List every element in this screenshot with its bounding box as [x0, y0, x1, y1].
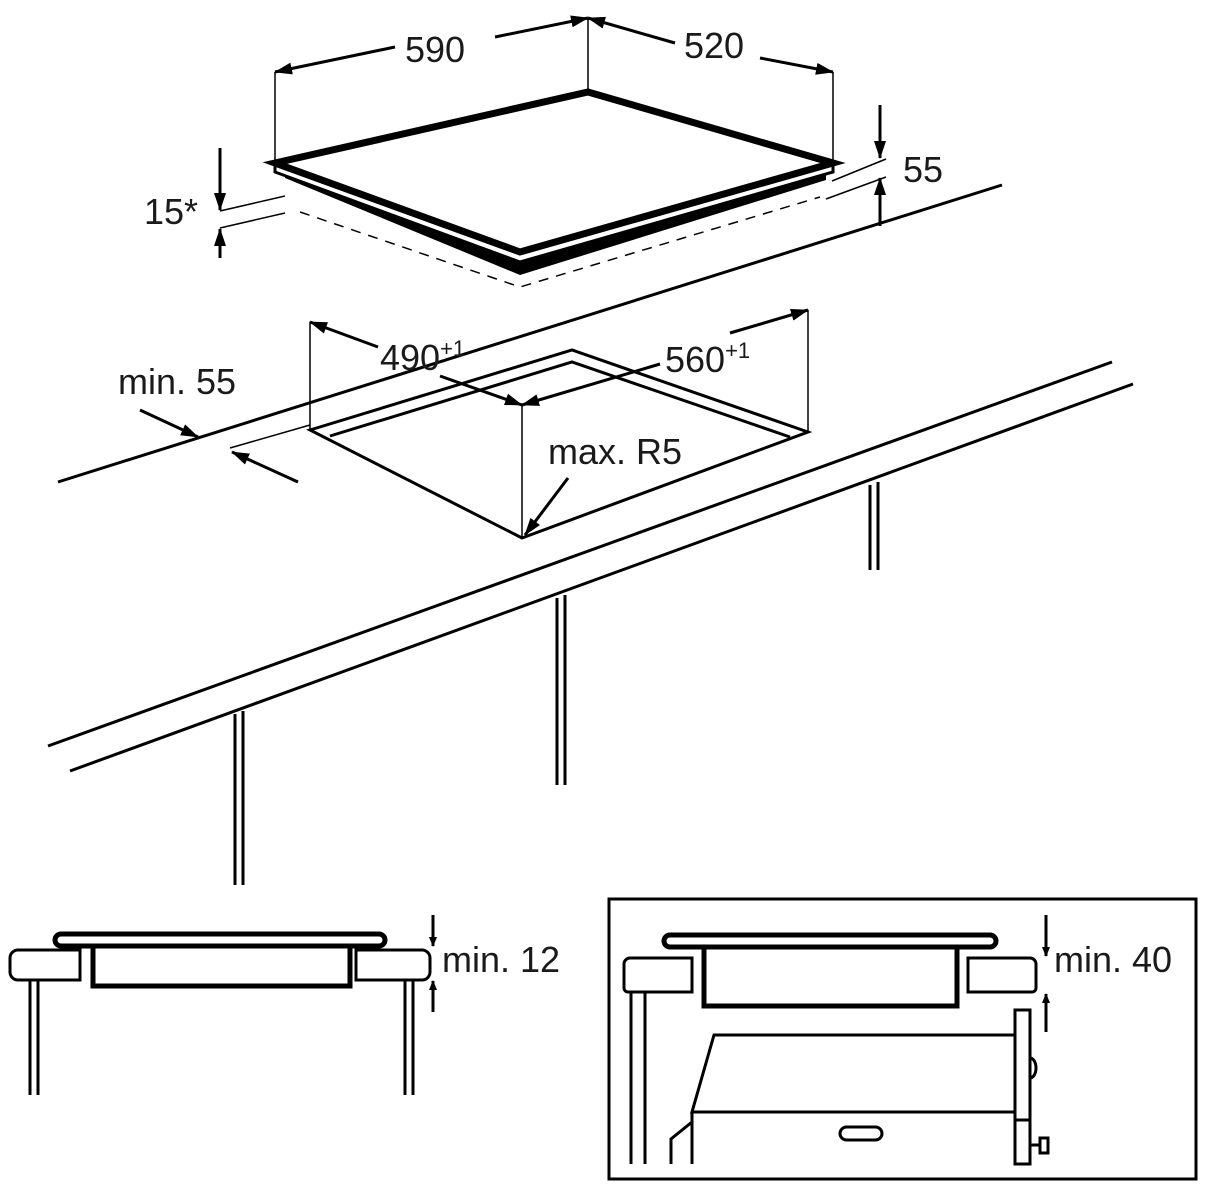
countertop	[47, 183, 1134, 885]
hob-protrusion-label: 15*	[144, 191, 198, 232]
corner-radius-label: max. R5	[548, 431, 682, 472]
section-without-oven: min. 12	[8, 915, 560, 1095]
cutout-depth-label: 490+1	[380, 336, 465, 378]
min-clearance-12-label: min. 12	[442, 939, 560, 980]
hob-dimensions: 590 520 55 15*	[144, 15, 943, 258]
section-with-oven: min. 40	[607, 897, 1198, 1181]
hob-height-label: 55	[903, 149, 943, 190]
min-clearance-40-label: min. 40	[1054, 939, 1172, 980]
hob-isometric	[262, 88, 846, 288]
cutout: 490+1 560+1 min. 55 max. R5	[118, 308, 813, 540]
hob-depth-label: 520	[684, 25, 744, 66]
cutout-width-label: 560+1	[665, 338, 750, 380]
hob-width-label: 590	[405, 29, 465, 70]
min-edge-distance-label: min. 55	[118, 361, 236, 402]
